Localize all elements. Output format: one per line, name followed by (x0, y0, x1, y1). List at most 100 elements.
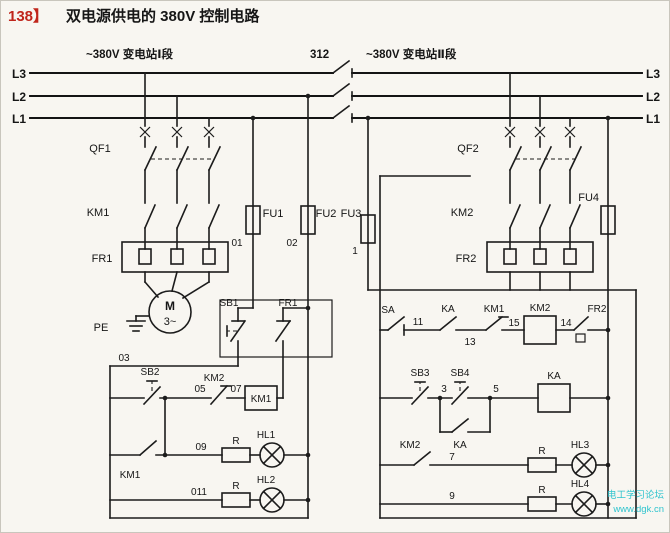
km2-main-label: KM2 (451, 207, 474, 219)
fu1-fuse: FU1 01 (231, 115, 284, 309)
qf1-label: QF1 (89, 143, 110, 155)
fr1-label: FR1 (92, 253, 113, 265)
wire-11-label: 11 (413, 317, 424, 328)
km2-coil-label: KM2 (530, 303, 551, 314)
line-l1-right-label: L1 (646, 112, 660, 126)
control-left-box (219, 299, 333, 358)
wire-9-label: 9 (449, 491, 455, 502)
km2-interlock-label: KM2 (204, 373, 225, 384)
km1-aux-label: KM1 (120, 470, 141, 481)
line-l3-left-label: L3 (12, 67, 26, 81)
hl1-label: HL1 (257, 430, 276, 441)
page-title: 双电源供电的 380V 控制电路 (66, 7, 260, 25)
sb4-label: SB4 (451, 368, 470, 379)
resistor4-label: R (538, 485, 545, 496)
wire-3-label: 3 (441, 384, 447, 395)
resistor1-label: R (232, 436, 239, 447)
motor-symbol: M 3~ (143, 271, 211, 334)
wire-7-label: 7 (449, 452, 455, 463)
resistor2-label: R (232, 481, 239, 492)
wire-02-label: 02 (286, 238, 298, 249)
sb2-start-button-symbol (142, 380, 162, 406)
page-index: 138】 (8, 7, 48, 25)
control-left: SB1 FR1 03 SB2 05 KM2 07 (109, 298, 333, 519)
resistor2-symbol (221, 492, 251, 508)
wire-5-label: 5 (493, 384, 499, 395)
sa-selector-symbol (386, 315, 406, 336)
feeder-right: QF2 KM2 FR2 FU4 (451, 72, 616, 519)
line-l3-right-label: L3 (646, 67, 660, 81)
sb3-label: SB3 (411, 368, 430, 379)
line-l2-right-label: L2 (646, 90, 660, 104)
fu2-label: FU2 (316, 208, 337, 220)
sb1-label: SB1 (220, 298, 239, 309)
ka-contact-label: KA (441, 304, 455, 315)
sa-label: SA (381, 305, 395, 316)
hl2-label: HL2 (257, 475, 276, 486)
station1-label: ~380V 变电站Ⅰ段 (86, 47, 174, 61)
resistor3-symbol (527, 457, 557, 473)
resistor3-label: R (538, 446, 545, 457)
hl4-label: HL4 (571, 479, 590, 490)
sb4-button-symbol (450, 381, 470, 406)
hl4-lamp-symbol (571, 491, 597, 517)
line-l2-left-label: L2 (12, 90, 26, 104)
wire-07-label: 07 (230, 384, 242, 395)
station2-label: ~380V 变电站Ⅱ段 (366, 47, 457, 61)
fu4-fuse: FU4 (578, 115, 616, 519)
tie-breaker-label: 312 (310, 49, 329, 61)
hl3-lamp-symbol (571, 452, 597, 478)
hl3-label: HL3 (571, 440, 590, 451)
km2-coil-symbol (523, 315, 557, 345)
control-right: SA 11 KA 13 KM1 15 KM2 14 FR2 (367, 175, 637, 519)
ground-symbol (126, 315, 150, 332)
watermark: 电工学习论坛 www.dgk.cn (607, 489, 665, 515)
km1-interlock-symbol (484, 315, 509, 332)
wire-01-label: 01 (231, 238, 243, 249)
hl1-lamp-symbol (259, 442, 285, 468)
motor-phase: 3~ (164, 316, 177, 328)
header: 138】 双电源供电的 380V 控制电路 (8, 7, 260, 25)
fr2-contact-symbol (572, 315, 590, 343)
fu3-label: FU3 (341, 208, 362, 220)
wire-05-label: 05 (194, 384, 206, 395)
ka-coil-label: KA (547, 371, 561, 382)
km2-aux-contact-symbol (412, 450, 432, 467)
wire-09-label: 09 (195, 442, 207, 453)
watermark-line1: 电工学习论坛 (607, 489, 665, 501)
sb1-stop-button-symbol (226, 307, 254, 367)
fr1-contact-label: FR1 (279, 298, 298, 309)
km1-coil-label: KM1 (251, 394, 272, 405)
fu4-label: FU4 (578, 192, 599, 204)
ka-seal-contact-symbol (439, 397, 491, 434)
km2-interlock-symbol (209, 384, 232, 406)
pe-label: PE (94, 322, 109, 334)
sb3-button-symbol (410, 381, 430, 406)
ka-contact-symbol (438, 315, 458, 332)
fr2-contact-label: FR2 (588, 304, 607, 315)
feeder-left: QF1 KM1 FR1 M 3~ PE (87, 72, 376, 519)
km1-interlock-label: KM1 (484, 304, 505, 315)
wire-1-label: 1 (352, 246, 358, 257)
wire-03-label: 03 (118, 353, 130, 364)
wire-13-label: 13 (464, 337, 476, 348)
resistor1-symbol (221, 447, 251, 463)
qf2-label: QF2 (457, 143, 478, 155)
ka-coil-symbol (537, 383, 571, 413)
fu3-fuse: FU3 1 (341, 115, 376, 291)
fu1-label: FU1 (263, 208, 284, 220)
fr2-label: FR2 (456, 253, 477, 265)
km1-aux-contact-symbol (138, 439, 158, 457)
wire-15-label: 15 (508, 318, 520, 329)
km1-main-label: KM1 (87, 207, 110, 219)
ka-seal-label: KA (453, 440, 467, 451)
watermark-line2: www.dgk.cn (612, 504, 664, 515)
power-lines: ~380V 变电站Ⅰ段 312 ~380V 变电站Ⅱ段 L3 L2 L1 L3 … (12, 47, 660, 126)
motor-letter: M (165, 299, 175, 313)
tie-breaker-symbol (331, 59, 353, 123)
wire-14-label: 14 (560, 318, 572, 329)
resistor4-symbol (527, 496, 557, 512)
hl2-lamp-symbol (259, 487, 285, 513)
